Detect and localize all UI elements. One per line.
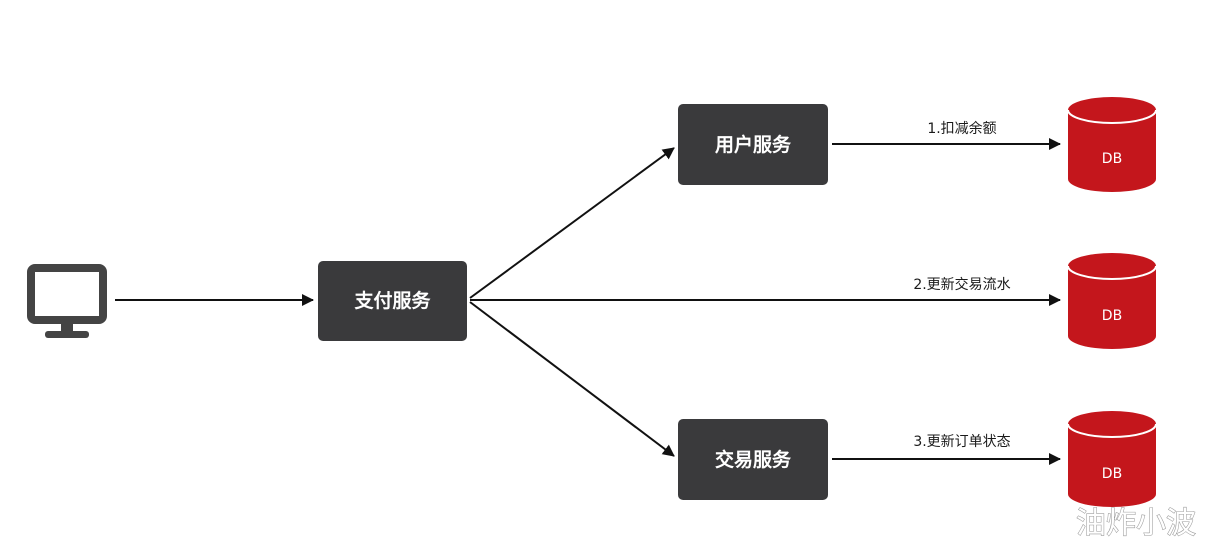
arrows (115, 138, 1061, 465)
trade-service-label: 交易服务 (715, 448, 792, 471)
edge-label-update-order-status: 3.更新订单状态 (913, 434, 1010, 450)
arrow-payment-to-user (469, 147, 675, 299)
edge-label-deduct-balance: 1.扣减余额 (927, 120, 996, 137)
database-cylinder-1: DB (1067, 97, 1157, 192)
database-cylinder-2: DB (1067, 253, 1157, 349)
edge-label-update-trade-flow: 2.更新交易流水 (913, 276, 1010, 293)
database-label-3: DB (1102, 466, 1122, 482)
database-label-2: DB (1102, 308, 1122, 324)
arrow-payment-to-trade (469, 301, 675, 457)
payment-service-label: 支付服务 (353, 289, 431, 312)
trade-service-box[interactable]: 交易服务 (678, 419, 828, 500)
monitor-icon (27, 264, 107, 338)
payment-service-box[interactable]: 支付服务 (318, 261, 467, 341)
database-cylinder-3: DB (1067, 411, 1157, 507)
watermark-text: 油炸小波 (1076, 506, 1196, 541)
user-service-box[interactable]: 用户服务 (678, 104, 828, 185)
user-service-label: 用户服务 (715, 133, 792, 156)
database-label-1: DB (1102, 151, 1122, 167)
